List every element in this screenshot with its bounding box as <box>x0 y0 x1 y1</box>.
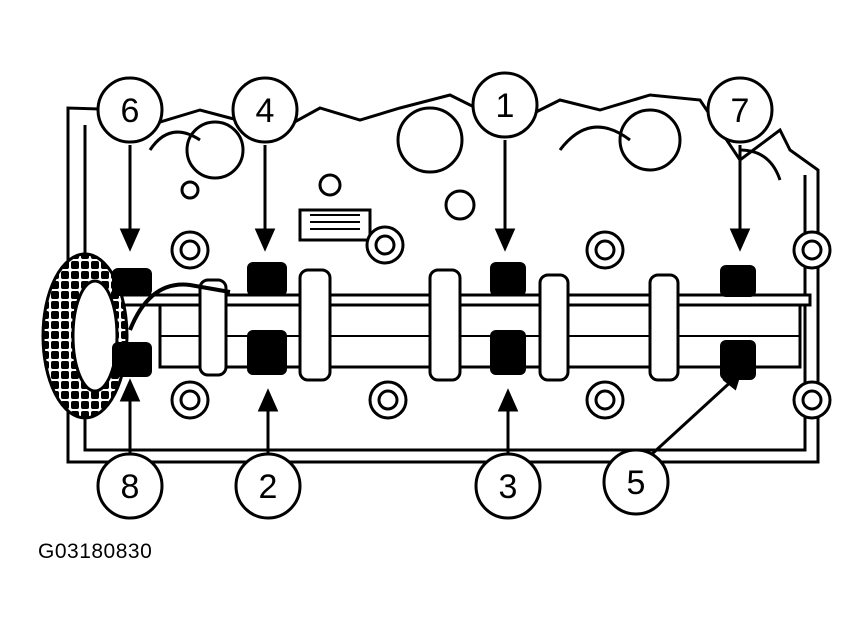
callout-6: 6 <box>96 76 164 144</box>
callout-3-label: 3 <box>499 468 518 506</box>
callout-6-label: 6 <box>121 92 140 130</box>
timing-sprocket <box>41 252 129 420</box>
leader-arrows <box>119 140 751 467</box>
callout-7-label: 7 <box>731 92 750 130</box>
callout-2-label: 2 <box>259 468 278 506</box>
callout-1: 1 <box>471 71 539 139</box>
port-outlines <box>148 106 782 242</box>
camshaft <box>108 268 812 382</box>
callout-3: 3 <box>474 452 542 520</box>
callout-4: 4 <box>231 76 299 144</box>
callout-8-label: 8 <box>121 468 140 506</box>
callout-2: 2 <box>234 452 302 520</box>
bearing-caps <box>112 262 756 380</box>
figure-id-label: G03180830 <box>38 540 153 563</box>
head-bolts <box>170 225 832 420</box>
callout-7: 7 <box>706 76 774 144</box>
callout-5-label: 5 <box>627 464 646 502</box>
callout-4-label: 4 <box>256 92 275 130</box>
callout-8: 8 <box>96 452 164 520</box>
callout-5: 5 <box>602 448 670 516</box>
oil-line <box>128 282 231 331</box>
callout-1-label: 1 <box>496 87 515 125</box>
